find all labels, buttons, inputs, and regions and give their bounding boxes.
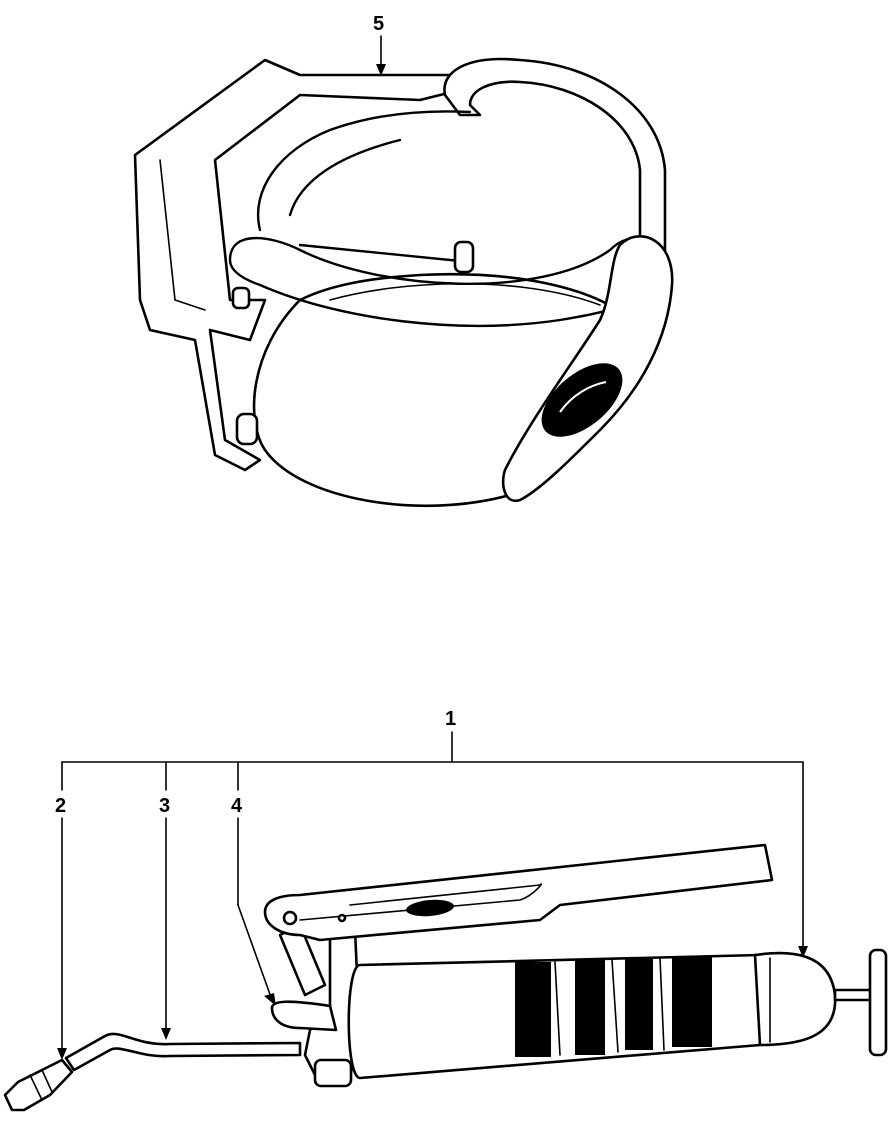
callout-5-arrowhead: [376, 64, 386, 76]
grease-gun-barrel: [347, 953, 762, 1080]
holder-wire-loop-inner: [256, 110, 472, 232]
holder-pin-top: [453, 240, 475, 274]
holder-pin-left: [231, 286, 251, 310]
holder-back-plate-edge: [159, 159, 206, 311]
lever-rivet: [337, 913, 347, 923]
grease-gun-head-nut: [313, 1058, 353, 1088]
callout-3: 3: [159, 761, 171, 1040]
grease-gun-extension-pipe: [64, 1032, 302, 1072]
callout-4-label: 4: [231, 795, 243, 817]
grease-gun-end-cap: [753, 951, 837, 1047]
ford-oval-emblem-lever: [406, 899, 454, 917]
callout-2-label: 2: [55, 795, 66, 817]
grease-gun-lever-handle: [263, 843, 774, 942]
callout-4-arrowhead: [264, 993, 276, 1006]
callout-1-arrowhead: [798, 946, 808, 958]
callout-1: 1: [61, 708, 808, 958]
callout-2: 2: [55, 761, 67, 1060]
callout-2-arrowhead: [57, 1048, 67, 1060]
grease-gun-coupler: [3, 1058, 74, 1112]
holder-wire-crossbar: [298, 243, 472, 264]
holder-pin-bottom: [235, 412, 259, 446]
grease-gun-grip-bands: [515, 957, 712, 1057]
ford-oval-emblem: [541, 363, 623, 437]
callout-4: 4: [231, 761, 276, 1006]
callout-5-label: 5: [373, 13, 384, 35]
ford-script-icon: [559, 381, 607, 413]
grease-gun: [3, 843, 888, 1112]
callout-1-label: 1: [445, 708, 456, 730]
holder-wire-loop-inner-b: [288, 138, 402, 217]
callout-3-label: 3: [159, 795, 170, 817]
grease-gun-t-handle: [868, 948, 888, 1057]
callout-4-leader-b: [237, 904, 273, 1001]
callout-5: 5: [373, 13, 386, 76]
grease-gun-plunger-pin: [270, 1000, 338, 1032]
lever-pivot-pin: [282, 910, 298, 926]
callout-3-arrowhead: [161, 1028, 171, 1040]
grease-gun-holder-bracket: [133, 57, 674, 508]
